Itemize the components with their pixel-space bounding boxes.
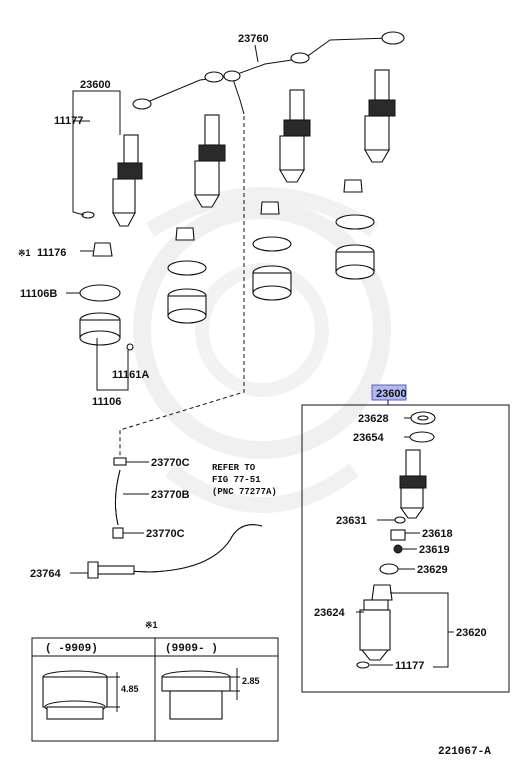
detail-box [301,404,510,693]
refer-note-line1: REFER TO [212,463,256,473]
label-11106b: 11106B [20,288,57,300]
table-col1-header: ( -9909) [45,643,98,655]
label-11106: 11106 [92,396,121,408]
refer-note-line3: (PNC 77277A) [212,487,277,497]
table-part-2 [161,670,231,720]
figure-id: 221067-A [438,746,491,758]
leader-11106 [96,338,129,391]
hose-assembly [87,457,263,579]
label-23760: 23760 [238,33,269,45]
leader-23600-top [72,90,96,216]
dim-value-2: 2.85 [242,676,260,686]
label-23770c-a: 23770C [151,457,190,469]
bracket-23620 [390,592,449,668]
label-11176: 11176 [37,247,66,259]
injector-1 [112,134,143,227]
injector-3 [252,89,311,301]
label-11177-box: 11177 [395,660,424,672]
label-23654: 23654 [353,432,384,444]
injector-4 [335,69,396,280]
table-part-1 [42,670,108,720]
refer-note-line2: FIG 77-51 [212,475,261,485]
detail-parts [356,411,436,669]
pin-11161a [126,343,134,351]
label-23628: 23628 [358,413,389,425]
label-23629: 23629 [417,564,448,576]
label-11177-top: 11177 [54,115,83,127]
leader-23760 [254,44,259,63]
table-col2-header: (9909- ) [165,643,218,655]
label-23631: 23631 [336,515,367,527]
label-23620: 23620 [456,627,487,639]
table-mark: ※1 [145,620,158,630]
seat-11177-top [81,211,95,219]
gasket-11106b [79,284,121,302]
label-23770c-b: 23770C [146,528,185,540]
label-23764: 23764 [30,568,61,580]
label-23770b: 23770B [151,489,190,501]
label-23619: 23619 [419,544,450,556]
dim-value-1: 4.85 [121,684,139,694]
label-23600-box: 23600 [376,388,407,400]
injector-2 [167,114,226,324]
highlight-23600 [371,384,407,401]
mark-11176: ※1 [18,248,31,258]
nozzle-seat-11176 [92,242,113,257]
holder-11106 [79,312,121,346]
label-23600-top: 23600 [80,79,111,91]
label-11161a: 11161A [112,369,149,381]
label-23624: 23624 [314,607,345,619]
leak-off-pipe [132,31,405,115]
label-23618: 23618 [422,528,453,540]
